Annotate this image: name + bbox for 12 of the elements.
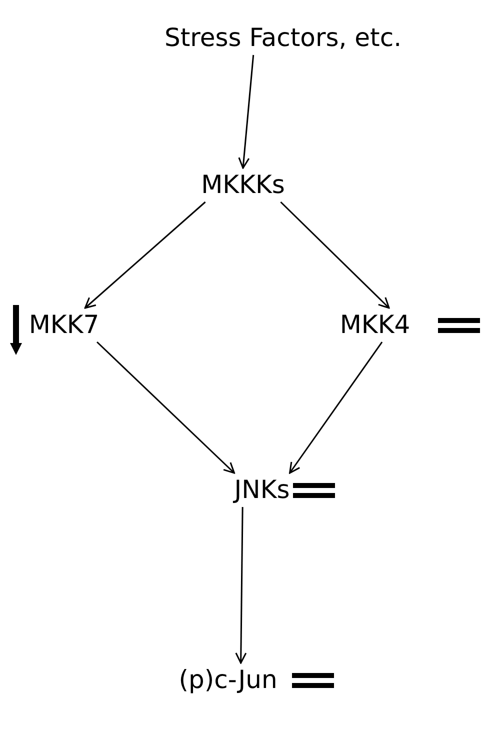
arrow	[280, 201, 390, 309]
node-label: JNKs	[234, 475, 290, 505]
arrow	[84, 201, 206, 309]
arrow	[235, 507, 247, 664]
arrow	[238, 54, 254, 169]
node-label: MKK4	[340, 310, 410, 340]
arrow	[289, 342, 383, 474]
node-label: (p)c-Jun	[178, 665, 278, 695]
node-label: MKK7	[28, 310, 100, 340]
node-label: MKKKs	[201, 170, 285, 200]
arrow	[96, 341, 235, 474]
node-label: Stress Factors, etc.	[164, 23, 402, 53]
